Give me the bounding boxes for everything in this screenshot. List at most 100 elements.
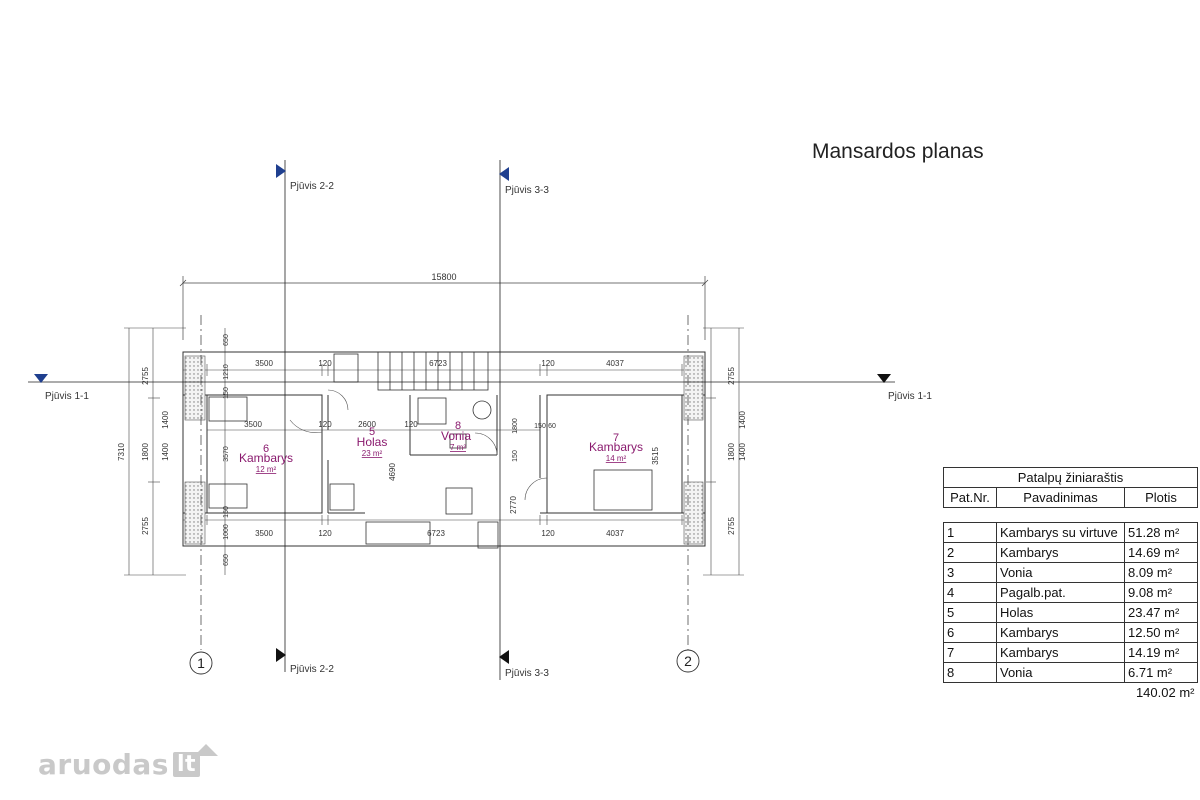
schedule-nr: 2 [943,542,997,563]
schedule-name: Vonia [996,562,1125,583]
dim-bottom-right-room: 4037 [606,529,624,538]
dim-right-room-height: 3515 [651,447,660,465]
schedule-nr: 4 [943,582,997,603]
section-2-2-bottom-arrow-icon [276,648,286,662]
room-label-6: 6 Kambarys 12 m² [239,443,293,474]
grid-axis-lines [200,315,689,650]
dim-bottom-wall-right: 120 [541,529,555,538]
schedule-nr: 1 [943,522,997,543]
dim-left-wall-bot-c: 150 [223,506,230,518]
room-number: 7 [613,432,619,444]
watermark-tld: lt [172,752,201,777]
dim-left-wall-mid: 3570 [223,446,230,462]
dim-right-inner-top: 1400 [738,411,747,429]
room-number: 5 [369,426,375,438]
schedule-name: Pagalb.pat. [996,582,1125,603]
aruodas-watermark-logo: aruodas lt [38,743,219,781]
dim-left-wall-top-a: 650 [223,334,230,346]
dim-inner-wall-b: 120 [404,420,418,429]
axis-2-label: 2 [684,653,692,669]
schedule-nr: 8 [943,662,997,683]
section-1-1-right-arrow-icon [877,374,891,383]
schedule-name: Kambarys [996,542,1125,563]
dim-bottom-left-room: 3500 [255,529,273,538]
dim-vonia-wall-b: 60 [548,423,556,430]
dim-left-wall-bot-a: 650 [223,554,230,566]
dim-top-wall-right: 120 [541,359,555,368]
schedule-name: Kambarys [996,642,1125,663]
table-row: 1 Kambarys su virtuve 51.28 m² [943,522,1198,543]
section-2-2-top-arrow-icon [276,164,286,178]
schedule-name: Kambarys [996,622,1125,643]
house-icon [194,743,219,756]
schedule-caption: Patalpų žiniaraštis [943,467,1198,488]
room-area: 14 m² [606,454,627,463]
axis-1-bubble [189,651,213,675]
dim-left-wall-top-c: 150 [223,387,230,399]
dim-left-outer-top: 2755 [141,367,150,385]
dim-vonia-side: 1800 [512,418,519,434]
dim-left-wall-bot-b: 1000 [223,524,230,540]
dim-right-outer-bottom: 2755 [727,517,736,535]
table-row: 6 Kambarys 12.50 m² [943,622,1198,643]
room-number: 8 [455,420,461,432]
schedule-header-nr: Pat.Nr. [943,487,997,508]
schedule-name: Holas [996,602,1125,623]
room-label-7: 7 Kambarys 14 m² [589,432,643,463]
stairs [377,351,489,391]
dim-top-wall-left: 120 [318,359,332,368]
hatched-wall-bottom-left [184,481,206,545]
schedule-header-name: Pavadinimas [996,487,1125,508]
plan-title: Mansardos planas [812,140,984,163]
schedule-area: 8.09 m² [1124,562,1198,583]
room-label-8: 8 Vonia 7 m² [441,420,471,452]
dim-left-outer-mid: 1800 [141,443,150,461]
section-2-2-bottom-label: Pjūvis 2-2 [290,664,334,675]
schedule-area: 6.71 m² [1124,662,1198,683]
section-2-2-top-label: Pjūvis 2-2 [290,181,334,192]
room-name: Kambarys [589,440,643,454]
schedule-area: 14.69 m² [1124,542,1198,563]
table-row: 8 Vonia 6.71 m² [943,662,1198,683]
hatched-wall-bottom-right [683,481,704,545]
dim-inner-left-room: 3500 [244,420,262,429]
room-name: Kambarys [239,451,293,465]
table-row: 7 Kambarys 14.19 m² [943,642,1198,663]
hatched-wall-top-right [683,355,704,421]
dim-overall-width: 15800 [431,272,456,282]
hatched-wall-top-left [184,355,206,421]
dim-right-outer-top: 2755 [727,367,736,385]
room-area: 23 m² [362,449,383,458]
schedule-nr: 7 [943,642,997,663]
schedule-area: 23.47 m² [1124,602,1198,623]
schedule-total: 140.02 m² [1135,685,1195,700]
room-label-5: 5 Holas 23 m² [357,426,388,458]
right-dimension-chains [703,327,744,576]
table-row: 5 Holas 23.47 m² [943,602,1198,623]
watermark-brand: aruodas [38,748,169,781]
dim-top-right-room: 4037 [606,359,624,368]
room-schedule-table: Patalpų žiniaraštis Pat.Nr. Pavadinimas … [943,467,1198,702]
room-name: Holas [357,435,388,449]
section-3-3-bottom-arrow-icon [499,650,509,664]
doors [289,389,548,501]
dim-bottom-wall-left: 120 [318,529,332,538]
dim-overall-height: 7310 [117,443,126,461]
axis-2-bubble [676,649,700,673]
room-number: 6 [263,443,269,455]
dim-vonia-small: 150 [512,450,519,462]
schedule-area: 51.28 m² [1124,522,1198,543]
schedule-nr: 5 [943,602,997,623]
schedule-name: Kambarys su virtuve [996,522,1125,543]
section-1-1-right-label: Pjūvis 1-1 [888,391,932,402]
section-1-1-left-arrow-icon [34,374,48,383]
overall-dimension [179,276,709,340]
dim-top-left-room: 3500 [255,359,273,368]
schedule-area: 12.50 m² [1124,622,1198,643]
schedule-nr: 3 [943,562,997,583]
dim-left-wall-top-b: 1210 [223,364,230,380]
top-dimension-chain [183,364,705,525]
schedule-nr: 6 [943,622,997,643]
dim-left-inner-bottom: 1400 [161,443,170,461]
